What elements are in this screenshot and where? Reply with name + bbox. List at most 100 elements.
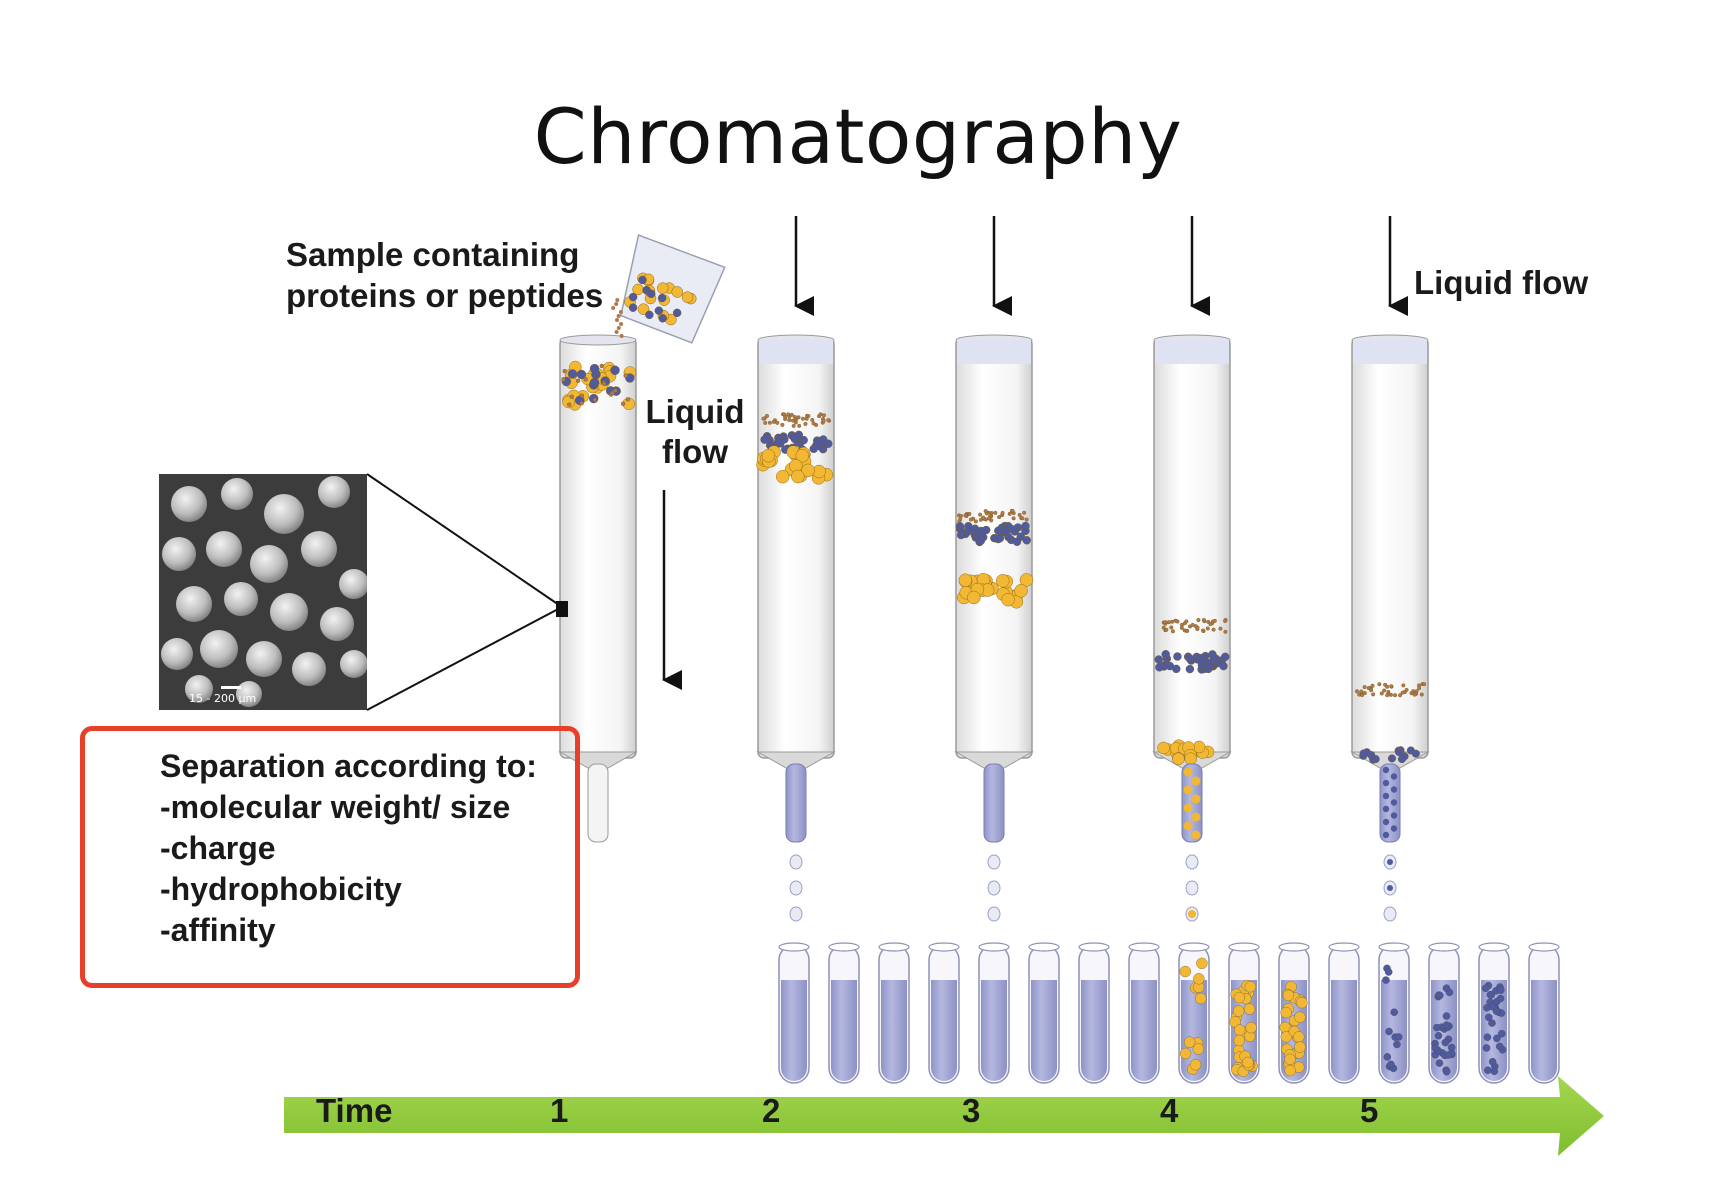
blue-protein-band bbox=[990, 533, 999, 543]
yellow-protein bbox=[567, 389, 580, 403]
eluate-drop bbox=[789, 906, 803, 922]
brown-peptide-band bbox=[983, 517, 988, 522]
brown-peptide-band bbox=[804, 416, 809, 421]
blue-protein bbox=[1383, 964, 1391, 973]
brown-peptide-band bbox=[1419, 692, 1424, 697]
blue-protein bbox=[589, 363, 600, 374]
tube-rim bbox=[928, 942, 960, 952]
brown-peptide-band bbox=[797, 423, 802, 428]
blue-protein-band bbox=[1159, 661, 1169, 670]
brown-peptide-band bbox=[987, 516, 992, 521]
yellow-protein-band bbox=[999, 574, 1014, 589]
blue-protein-band bbox=[772, 439, 782, 449]
yellow-protein bbox=[591, 381, 604, 394]
resin-bead bbox=[339, 569, 367, 599]
tube-glass bbox=[1028, 944, 1060, 1084]
collection-tube-7 bbox=[1078, 942, 1110, 1084]
tube-liquid bbox=[1031, 980, 1057, 1081]
blue-protein bbox=[1442, 1067, 1451, 1076]
collection-tube-8 bbox=[1128, 942, 1160, 1084]
blue-protein bbox=[1438, 1049, 1447, 1057]
yellow-protein-band bbox=[788, 447, 803, 462]
blue-protein bbox=[1484, 981, 1493, 990]
tube-glass bbox=[978, 944, 1010, 1084]
brown-peptide-band bbox=[1368, 687, 1373, 692]
yellow-protein bbox=[564, 368, 578, 381]
brown-peptide-band bbox=[1011, 511, 1016, 516]
brown-peptide-band bbox=[761, 416, 766, 421]
brown-peptide-band bbox=[1368, 686, 1373, 691]
brown-peptide-band bbox=[957, 519, 962, 524]
yellow-protein-band bbox=[1170, 746, 1183, 759]
brown-peptide-band bbox=[1175, 619, 1180, 624]
blue-protein bbox=[1491, 1004, 1500, 1012]
yellow-protein-band bbox=[1172, 739, 1185, 752]
brown-peptide bbox=[592, 397, 598, 403]
yellow-protein bbox=[1191, 830, 1201, 840]
blue-protein-band bbox=[1371, 755, 1380, 764]
tube-liquid bbox=[1131, 980, 1157, 1081]
brown-peptide-band bbox=[786, 412, 791, 417]
column-top bbox=[757, 334, 835, 346]
blue-protein-band bbox=[780, 435, 789, 444]
brown-peptide-band bbox=[1401, 683, 1406, 688]
blue-protein-band bbox=[1362, 748, 1371, 757]
yellow-protein-band bbox=[767, 445, 781, 459]
yellow-protein bbox=[1189, 1059, 1202, 1071]
blue-protein-band bbox=[964, 522, 973, 531]
blue-protein bbox=[1490, 1067, 1499, 1076]
blue-protein bbox=[1496, 983, 1504, 991]
yellow-protein bbox=[1293, 1061, 1305, 1073]
brown-peptide-band bbox=[973, 519, 978, 524]
brown-peptide-band bbox=[775, 420, 780, 425]
yellow-protein bbox=[1240, 993, 1252, 1005]
brown-peptide-band bbox=[783, 417, 788, 422]
yellow-protein bbox=[1237, 985, 1250, 997]
yellow-protein-band bbox=[1009, 595, 1024, 609]
resin-bead bbox=[318, 476, 350, 508]
collection-tube-14 bbox=[1428, 942, 1460, 1084]
yellow-protein bbox=[1242, 1056, 1254, 1069]
brown-peptide-band bbox=[1393, 693, 1398, 698]
brown-peptide-band bbox=[984, 511, 989, 516]
scale-bar bbox=[221, 686, 241, 689]
brown-peptide-band bbox=[989, 518, 994, 523]
brown-peptide-band bbox=[1187, 624, 1192, 629]
yellow-protein bbox=[1242, 1059, 1255, 1071]
tube-glass bbox=[878, 944, 910, 1084]
blue-protein bbox=[1497, 986, 1505, 994]
yellow-protein bbox=[587, 379, 601, 392]
blue-protein bbox=[1382, 831, 1390, 839]
brown-peptide-band bbox=[1357, 692, 1362, 697]
brown-peptide-band bbox=[1382, 688, 1387, 693]
tube-liquid bbox=[881, 980, 907, 1081]
brown-peptide-band bbox=[1182, 628, 1187, 633]
brown-peptide-band bbox=[1414, 689, 1419, 694]
brown-peptide-band bbox=[1362, 685, 1367, 690]
blue-protein-band bbox=[1211, 654, 1220, 663]
brown-peptide bbox=[601, 381, 607, 386]
brown-peptide bbox=[610, 390, 615, 396]
yellow-protein-band bbox=[1201, 745, 1215, 759]
blue-protein bbox=[1387, 859, 1393, 865]
brown-peptide-band bbox=[1193, 624, 1198, 629]
blue-protein-band bbox=[1202, 658, 1211, 667]
yellow-protein bbox=[1196, 957, 1208, 969]
yellow-protein bbox=[671, 286, 683, 298]
brown-peptide-band bbox=[764, 413, 769, 418]
brown-peptide-band bbox=[1201, 629, 1206, 634]
brown-peptide-band bbox=[1218, 626, 1223, 631]
brown-peptide-band bbox=[1007, 511, 1012, 516]
brown-peptide-band bbox=[827, 418, 832, 423]
yellow-protein-band bbox=[784, 462, 799, 477]
eluate-drop bbox=[1185, 880, 1199, 896]
tube-liquid bbox=[1481, 980, 1507, 1081]
yellow-protein bbox=[1245, 1021, 1257, 1034]
blue-protein bbox=[1431, 1044, 1440, 1052]
collection-tube-6 bbox=[1028, 942, 1060, 1084]
brown-peptide-band bbox=[982, 516, 987, 521]
brown-peptide-band bbox=[811, 421, 816, 426]
yellow-protein bbox=[1291, 1047, 1303, 1059]
blue-protein bbox=[605, 386, 616, 396]
yellow-protein-band bbox=[1184, 752, 1197, 765]
